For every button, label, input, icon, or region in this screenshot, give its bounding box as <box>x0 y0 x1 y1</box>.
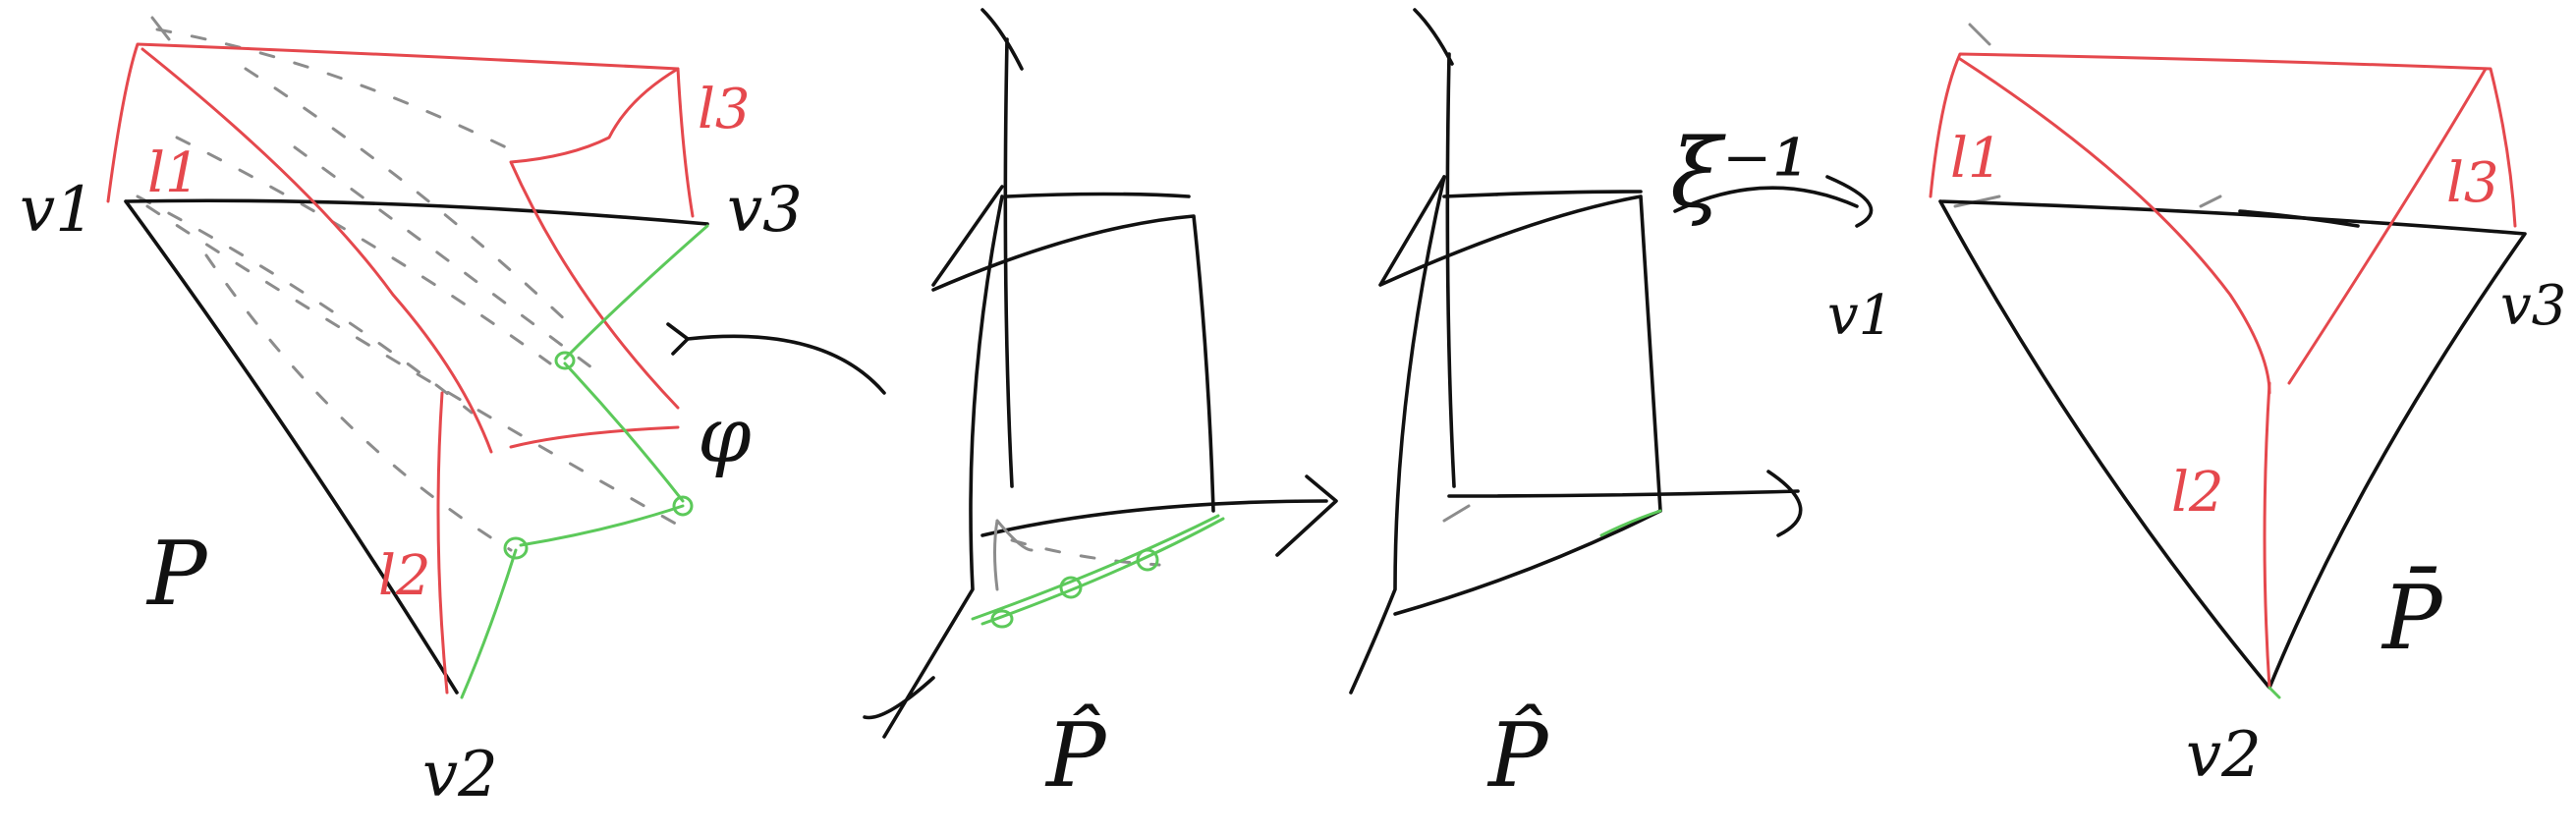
label-v1: v1 <box>20 174 95 247</box>
label-p-hat-right: P̂ <box>1486 704 1549 807</box>
arrowhead-icon <box>666 322 690 356</box>
label-edge-l2: l2 <box>2171 461 2224 525</box>
label-edge-l1: l1 <box>147 141 200 205</box>
axis-horizontal <box>1447 470 1803 537</box>
box-outline <box>1378 175 1662 513</box>
panel-polytope-p-bar: v1 v2 v3 P̄ l1 l2 l3 <box>1827 23 2566 792</box>
box-outline <box>931 185 1215 513</box>
label-p-bar: P̄ <box>2380 566 2443 670</box>
panel-box-p-hat-right: P̂ ξ⁻¹ <box>1349 8 1810 807</box>
label-p-hat-left: P̂ <box>1044 704 1107 807</box>
axis-vertical <box>1413 8 1456 488</box>
curves-green <box>460 224 709 699</box>
triangle-edges <box>1938 199 2527 690</box>
label-v3: v3 <box>2500 274 2566 338</box>
label-v3: v3 <box>727 174 803 247</box>
edge-lines-red <box>1929 52 2517 690</box>
label-polytope-p: P <box>145 523 208 626</box>
axis-horizontal <box>980 474 1338 557</box>
axis-depth <box>863 195 1004 739</box>
triangle-edges <box>124 198 709 695</box>
axis-depth <box>1349 175 1446 695</box>
label-v2: v2 <box>2186 719 2262 792</box>
axis-vertical <box>980 8 1024 488</box>
panel-polytope-p: v1 v2 v3 P l1 l2 l3 φ <box>20 16 803 811</box>
face-diagonal-green <box>971 514 1220 621</box>
arrowhead-icon <box>1825 175 1874 228</box>
label-map-xi: ξ⁻¹ <box>1670 119 1810 229</box>
curved-arrow-icon <box>686 334 886 395</box>
hidden-lines <box>136 16 690 552</box>
label-edge-l3: l3 <box>2446 151 2499 215</box>
label-v2: v2 <box>422 739 498 811</box>
label-map-phi: φ <box>698 392 752 480</box>
label-edge-l1: l1 <box>1950 127 2003 191</box>
label-edge-l2: l2 <box>378 544 431 608</box>
panel-box-p-hat-left: P̂ <box>863 8 1338 807</box>
curved-arrow-icon <box>1673 186 1859 213</box>
label-v1: v1 <box>1827 284 1893 348</box>
label-edge-l3: l3 <box>698 78 751 141</box>
